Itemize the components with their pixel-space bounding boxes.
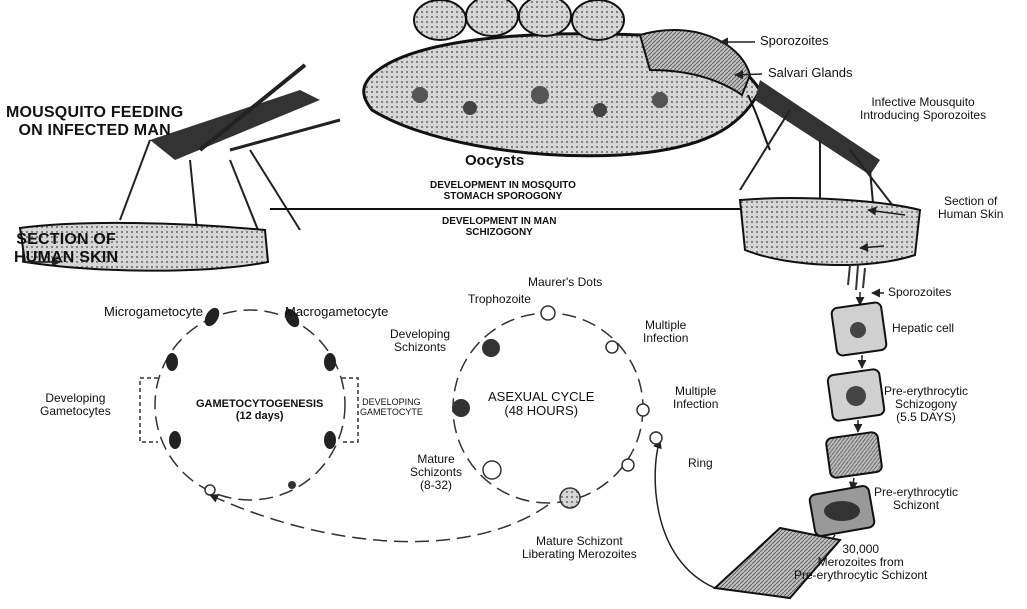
label-asexual-cycle: ASEXUAL CYCLE (48 HOURS) xyxy=(488,390,594,419)
label-gametocytogenesis: GAMETOCYTOGENESIS (12 days) xyxy=(196,398,323,422)
label-section-skin-left: SECTION OF HUMAN SKIN xyxy=(14,231,118,266)
label-oocysts: Oocysts xyxy=(465,153,524,170)
label-developing-schizonts: Developing Schizonts xyxy=(390,328,450,354)
sporozoites-stream xyxy=(848,265,865,290)
label-ring: Ring xyxy=(688,457,713,470)
oocyst-bulge xyxy=(414,0,466,40)
label-maurers-dots: Maurer's Dots xyxy=(528,276,602,289)
label-trophozoite: Trophozoite xyxy=(468,293,531,306)
label-mature-schizonts: Mature Schizonts (8-32) xyxy=(410,453,462,493)
label-pre-ery-schizogony: Pre-erythrocytic Schizogony (5.5 DAYS) xyxy=(884,385,968,425)
label-mosquito-feeding: MOUSQUITO FEEDING ON INFECTED MAN xyxy=(6,104,183,139)
label-developing-gametocyte-caps: DEVELOPING GAMETOCYTE xyxy=(360,398,423,418)
label-dev-mosquito: DEVELOPMENT IN MOSQUITO STOMACH SPOROGON… xyxy=(430,180,576,202)
label-microgametocyte: Microgametocyte xyxy=(104,305,203,319)
label-multiple-infection-1: Multiple Infection xyxy=(643,319,688,345)
oocyst-bulge xyxy=(466,0,518,36)
label-section-skin-right: Section of Human Skin xyxy=(938,195,1003,221)
label-sporozoites-top: Sporozoites xyxy=(760,34,829,48)
mosquito-stomach xyxy=(364,0,770,156)
label-infective-mosquito: Infective Mousquito Introducing Sporozoi… xyxy=(860,96,986,122)
to-gametocytes-arrow xyxy=(210,495,548,542)
label-macrogametocyte: Macrogametocyte xyxy=(285,305,388,319)
label-sporozoites-right: Sporozoites xyxy=(888,286,951,299)
label-pre-ery-schizont: Pre-erythrocytic Schizont xyxy=(874,486,958,512)
label-merozoites: 30,000 Merozoites from Pre-erythrocytic … xyxy=(794,543,927,583)
label-dev-man: DEVELOPMENT IN MAN SCHIZOGONY xyxy=(442,216,556,238)
oocyst-bulge xyxy=(572,0,624,40)
label-multiple-infection-2: Multiple Infection xyxy=(673,385,718,411)
label-salivary-glands: Salvari Glands xyxy=(768,66,853,80)
label-hepatic-cell: Hepatic cell xyxy=(892,322,954,335)
label-developing-gametocytes: Developing Gametocytes xyxy=(40,392,111,418)
skin-section-right xyxy=(740,198,920,265)
oocyst-bulge xyxy=(519,0,571,36)
label-mature-schizont-liberating: Mature Schizont Liberating Merozoites xyxy=(522,535,637,561)
